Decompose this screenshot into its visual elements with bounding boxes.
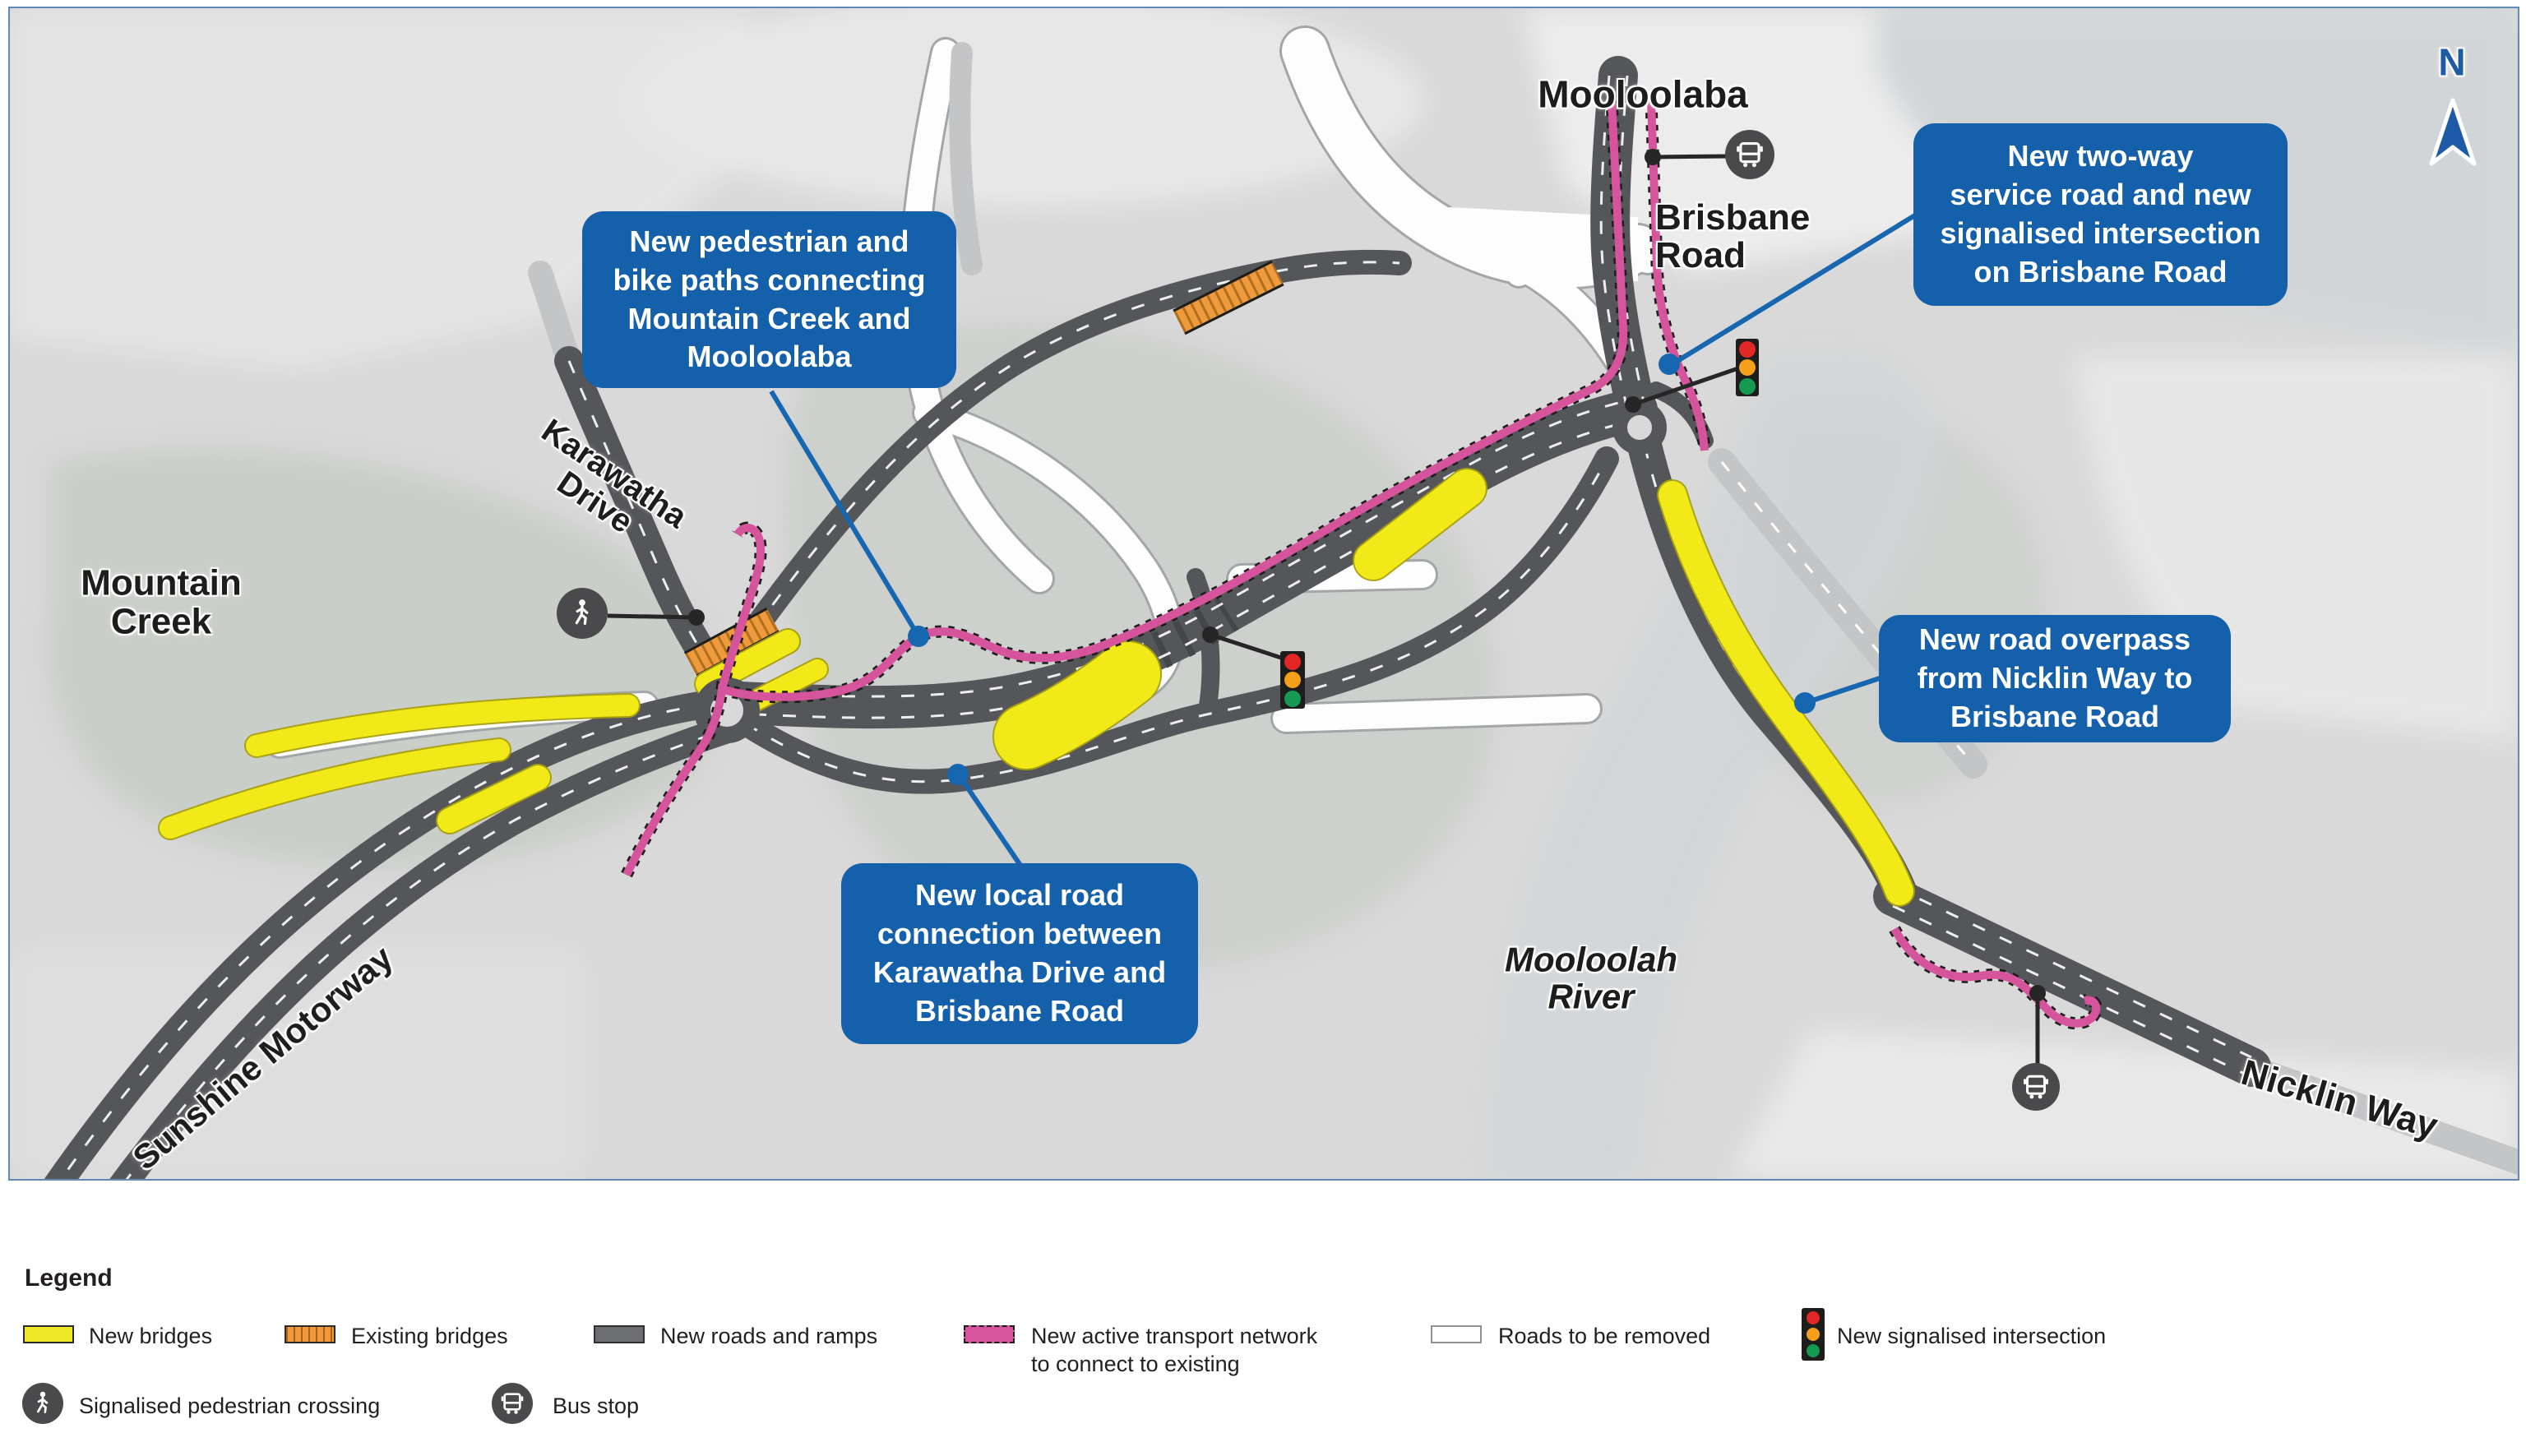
new-roads-swatch (594, 1325, 645, 1343)
callout-local-road-connection: New local road connection between Karawa… (841, 863, 1198, 1044)
roundabout-brisbane-road (1612, 400, 1667, 455)
signalised-intersection-icon (1736, 339, 1759, 396)
icon-leader-lines (607, 149, 2046, 1065)
north-arrow-icon (2429, 98, 2477, 166)
legend-item-label: New bridges (89, 1324, 213, 1348)
legend-title: Legend (25, 1264, 113, 1292)
signalised-intersection-icon (1802, 1308, 1825, 1361)
callout-leader-lines (769, 211, 1919, 868)
pedestrian-crossing-icon (557, 588, 608, 639)
place-label-brisbane-road: Brisbane Road (1655, 196, 1811, 275)
callout-two-way-service-road: New two-way service road and new signali… (1913, 123, 2288, 306)
pedestrian-crossing-icon (22, 1383, 63, 1424)
active-transport-swatch (964, 1325, 1015, 1343)
bus-stop-icon (492, 1383, 533, 1424)
signalised-intersection-icon (1280, 651, 1305, 709)
callout-pedestrian-bike-paths: New pedestrian and bike paths connecting… (582, 211, 956, 388)
new-bridges-swatch (23, 1325, 74, 1343)
legend-item-label: Roads to be removed (1498, 1324, 1711, 1348)
bus-stop-icon (1725, 130, 1774, 179)
place-label-mooloolaba: Mooloolaba (1538, 72, 1748, 116)
place-label-mountain-creek: Mountain Creek (81, 562, 242, 641)
bus-stop-icon (2012, 1063, 2060, 1111)
legend-item-label: Signalised pedestrian crossing (79, 1394, 381, 1418)
legend-item-label: New active transport network to connect … (1031, 1324, 1318, 1377)
roads-removed-swatch (1431, 1325, 1482, 1343)
map-canvas (10, 8, 2518, 1179)
callout-road-overpass: New road overpass from Nicklin Way to Br… (1879, 615, 2231, 742)
existing-bridge-centerline (1720, 461, 1975, 765)
legend-item-label: New signalised intersection (1837, 1324, 2107, 1348)
existing-bridges-swatch (285, 1325, 335, 1343)
place-label-mooloolah-river: Mooloolah River (1505, 940, 1677, 1015)
north-label: N (2438, 40, 2466, 84)
legend-item-label: New roads and ramps (660, 1324, 878, 1348)
legend-item-label: Bus stop (553, 1394, 640, 1418)
legend-item-label: Existing bridges (351, 1324, 508, 1348)
